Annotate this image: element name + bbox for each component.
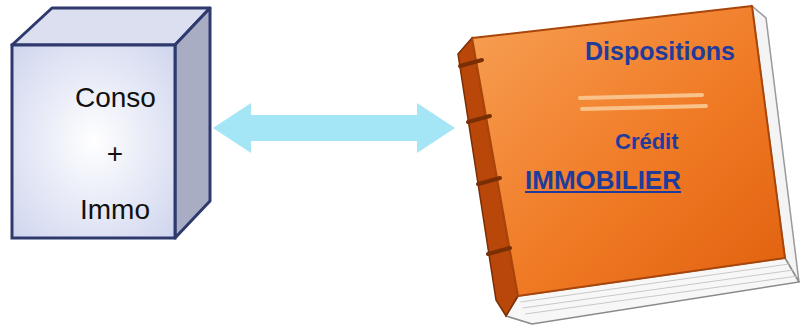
- cube-box: Conso + Immo: [10, 5, 213, 242]
- book-node: DispositionsCréditIMMOBILIER: [455, 0, 805, 332]
- cover-stripe: [580, 95, 702, 98]
- spine-band: [460, 60, 482, 66]
- node-label: Dispositions: [585, 37, 735, 66]
- double-arrow: [213, 103, 455, 153]
- spine-band: [478, 178, 500, 184]
- node-label: Crédit: [615, 129, 679, 154]
- node-label: Conso + Immo: [75, 70, 155, 238]
- node-label: IMMOBILIER: [525, 166, 681, 196]
- cube-side: [175, 8, 210, 238]
- spine-band: [468, 116, 490, 122]
- cover-stripe: [582, 106, 706, 109]
- book-cover: [472, 6, 785, 296]
- cube-front: [12, 45, 175, 238]
- spine-band: [488, 248, 510, 254]
